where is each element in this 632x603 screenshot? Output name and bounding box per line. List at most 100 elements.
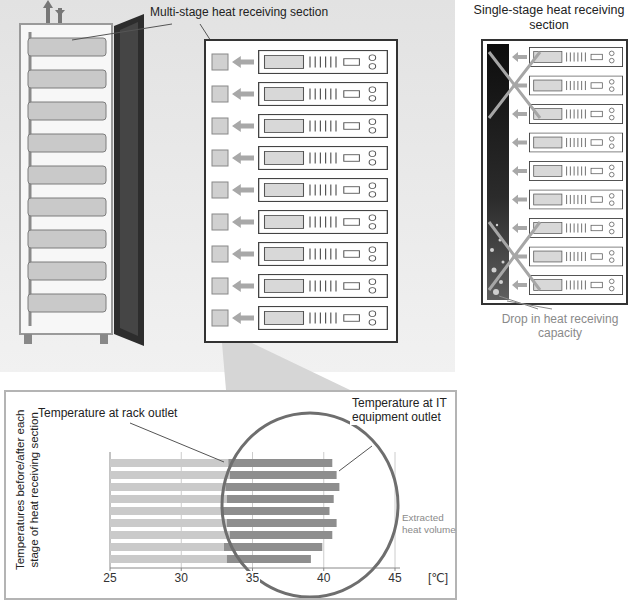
airflow-arrow [512, 52, 527, 62]
server-icon [259, 275, 388, 298]
server-icon [259, 211, 388, 234]
server-icon [529, 161, 622, 180]
bar-extracted-heat [230, 531, 333, 539]
callout-label: Temperature at IT equipment outlet [350, 396, 454, 425]
cross-mark [489, 222, 540, 290]
heat-receiver [212, 310, 228, 326]
heat-receiver [212, 150, 228, 166]
bar-extracted-heat [227, 495, 334, 503]
multi-stage-panel: Multi-stage heat receiving section [0, 0, 455, 372]
bar-extracted-heat [228, 459, 332, 467]
airflow-arrow [512, 195, 527, 205]
bar-extracted-heat [227, 519, 337, 527]
server-icon [259, 243, 388, 266]
cross-mark [489, 52, 540, 118]
panel-ground [0, 0, 455, 372]
axis-tick-label: 35 [245, 571, 260, 585]
heat-receiver [212, 86, 228, 102]
airflow-arrow [512, 280, 527, 290]
zoom-funnel [222, 343, 350, 390]
panel-heading: Multi-stage heat receiving section [150, 5, 328, 19]
bar-rack-outlet [110, 483, 225, 491]
coil [28, 230, 106, 248]
server-icon [529, 218, 622, 237]
bar-rack-outlet [110, 531, 230, 539]
rack-outline [482, 40, 627, 304]
server-icon [529, 275, 622, 294]
airflow-arrow [232, 88, 254, 100]
heat-receiver [212, 118, 228, 134]
server-icon [259, 115, 388, 138]
server-icon [529, 47, 622, 66]
bar-extracted-heat [225, 483, 339, 491]
axis-title: Temperatures before/after each stage of … [14, 405, 42, 575]
airflow-arrow [232, 248, 254, 260]
heat-receiver [212, 54, 228, 70]
server-icon [259, 179, 388, 202]
leader-line [72, 24, 172, 40]
axis-tick-label: 30 [174, 571, 189, 585]
bar-rack-outlet [110, 519, 227, 527]
bar-rack-outlet [110, 543, 224, 551]
cabinet-illustration [20, 0, 144, 346]
airflow-arrow [232, 120, 254, 132]
server-icon [529, 76, 622, 95]
bar-rack-outlet [110, 459, 228, 467]
server-icon [529, 247, 622, 266]
bar-extracted-heat [224, 543, 322, 551]
server-icon [259, 307, 388, 330]
callout-label: Temperature at rack outlet [38, 406, 177, 420]
airflow-arrow [232, 152, 254, 164]
leader-line [507, 301, 552, 309]
bubble [502, 261, 505, 264]
axis-tick-label: [℃] [427, 571, 449, 585]
bar-rack-outlet [110, 495, 227, 503]
coil [28, 294, 106, 312]
server-icon [529, 190, 622, 209]
callout-note: Drop in heat receiving capacity [500, 312, 620, 341]
bar-rack-outlet [110, 507, 221, 515]
axis-tick-label: 40 [316, 571, 331, 585]
server-icon [529, 133, 622, 152]
bar-extracted-heat [230, 471, 337, 479]
cabinet-foot [24, 334, 32, 344]
panel-heading: Single-stage heat receiving section [470, 3, 628, 33]
highlight-ellipse [222, 413, 398, 597]
server-icon [259, 147, 388, 170]
airflow-arrow [512, 166, 527, 176]
server-icon [259, 51, 388, 74]
single-stage-rack [482, 40, 627, 309]
cabinet-foot [100, 334, 108, 344]
coil [28, 166, 106, 184]
axis-tick-label: 25 [102, 571, 117, 585]
chart-panel: Temperature at rack outlet Temperature at… [4, 390, 457, 600]
bubble [499, 280, 503, 284]
airflow-arrow [512, 223, 527, 233]
pipe-arrow [43, 0, 53, 8]
airflow-arrow [232, 280, 254, 292]
axis-tick-label: 45 [387, 571, 402, 585]
cabinet-door [114, 14, 144, 346]
single-stage-panel: Single-stage heat receiving sectionDrop … [468, 0, 630, 360]
airflow-arrow [512, 138, 527, 148]
bubble [493, 289, 499, 295]
multi-stage-rack [205, 40, 397, 342]
airflow-arrow [232, 312, 254, 324]
coil [28, 102, 106, 120]
coil [28, 70, 106, 88]
bubble [492, 268, 497, 273]
coil [28, 134, 106, 152]
bubble [490, 248, 494, 252]
airflow-arrow [232, 216, 254, 228]
axis-line [110, 568, 400, 569]
coil [28, 262, 106, 280]
leader-line [130, 423, 224, 462]
bubble [496, 224, 498, 226]
cabinet-frame [20, 24, 112, 334]
heat-receiver [212, 278, 228, 294]
bar-rack-outlet [110, 471, 230, 479]
airflow-arrow [232, 184, 254, 196]
bar-extracted-heat [221, 507, 329, 515]
airflow-arrow [232, 56, 254, 68]
pipe-arrow [55, 10, 65, 16]
